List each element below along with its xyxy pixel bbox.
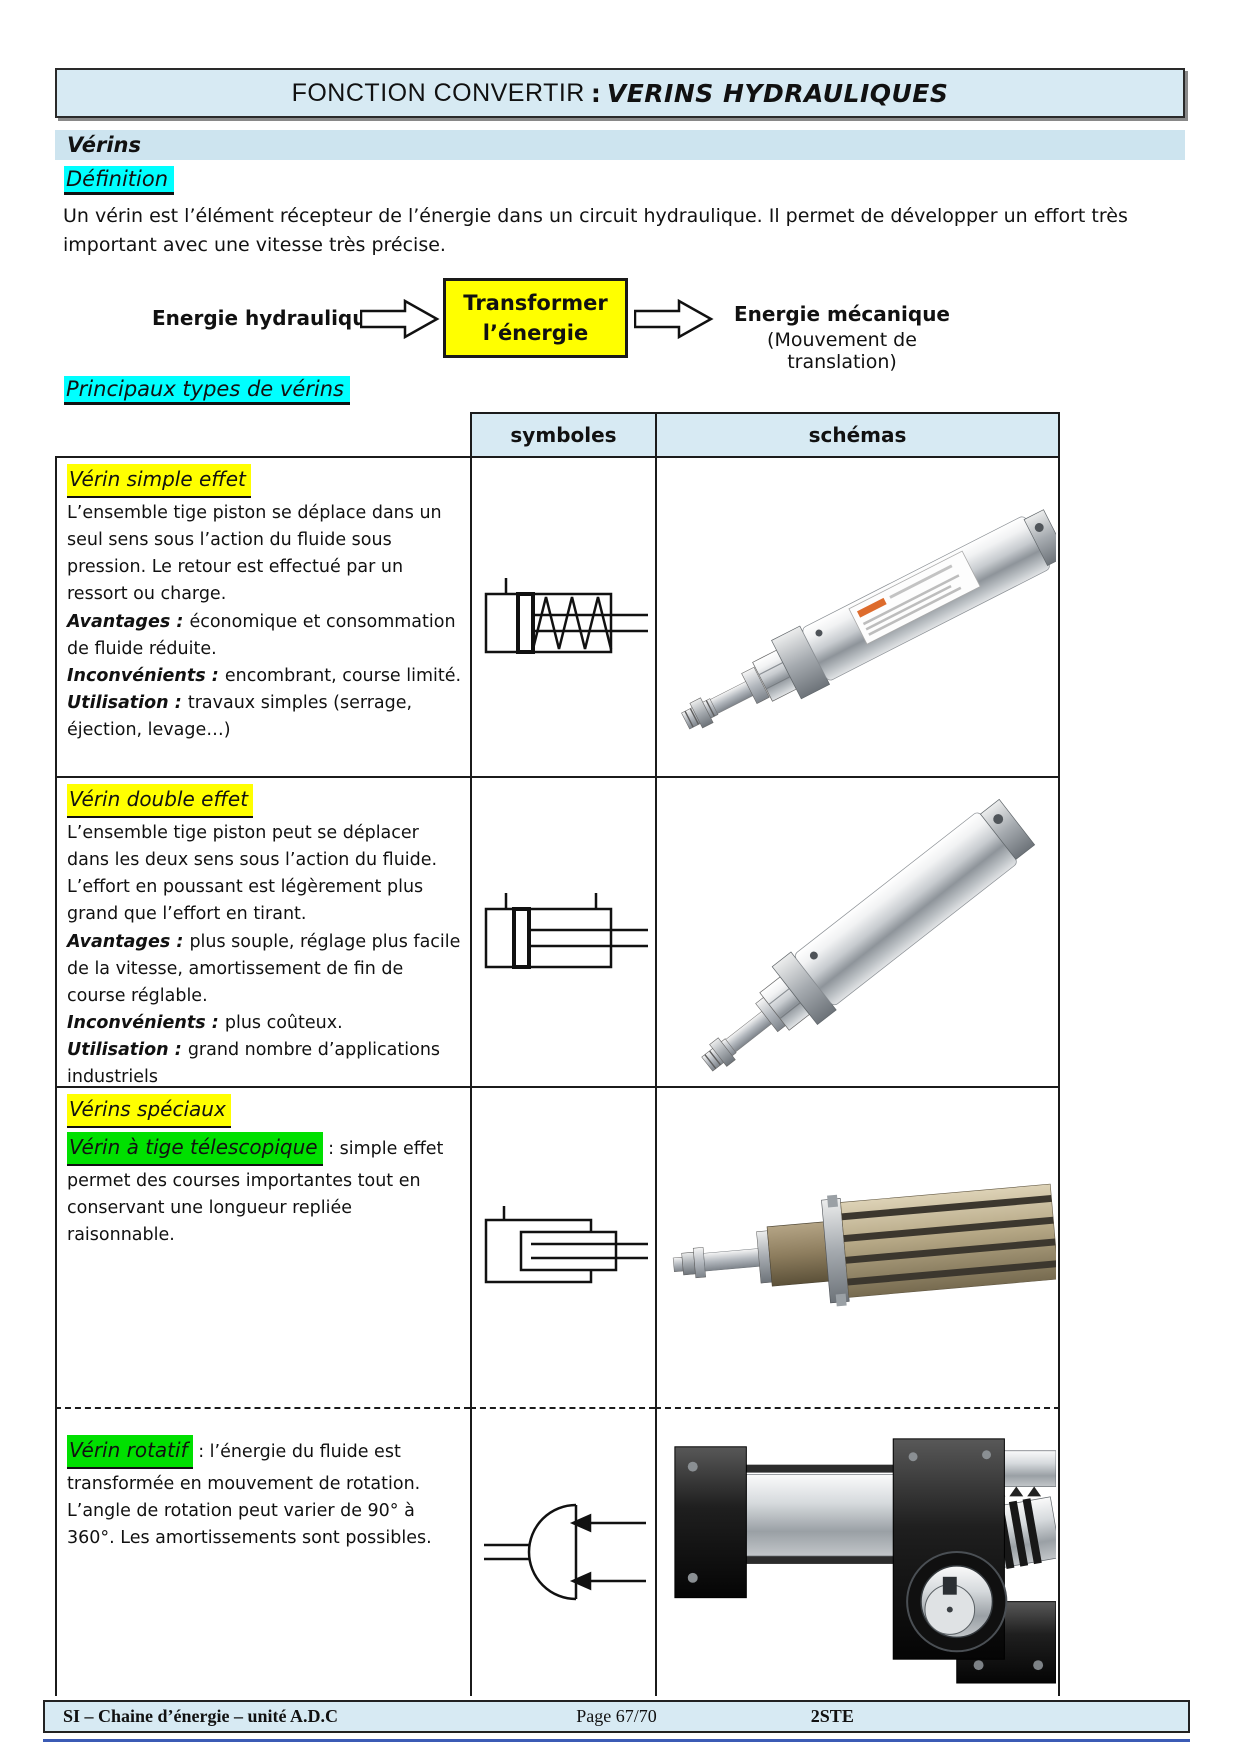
definition-paragraph: Un vérin est l’élément récepteur de l’én… — [63, 205, 1128, 257]
output-energy-label: Energie mécanique — [734, 302, 950, 326]
page-title-subject: VERINS HYDRAULIQUES — [606, 78, 949, 108]
row-title-simple-effet: Vérin simple effet — [67, 464, 251, 498]
footer-class-label: 2STE — [810, 1706, 854, 1726]
row-intro: L’ensemble tige piston se déplace dans u… — [67, 503, 442, 605]
schema-cell-double-effet — [655, 776, 1060, 1086]
double-acting-cylinder-symbol-icon — [484, 892, 648, 969]
telescopic-cylinder-photo — [672, 1183, 1056, 1306]
row-intro: L’ensemble tige piston peut se déplacer … — [67, 823, 438, 925]
row-title-double-effet: Vérin double effet — [67, 784, 254, 818]
rotary-actuator-symbol-icon — [484, 1503, 646, 1601]
flow-arrow-icon — [360, 298, 440, 340]
output-energy-subtext: (Mouvement de translation) — [767, 329, 917, 373]
row-title-telescopique: Vérin à tige télescopique — [67, 1132, 323, 1166]
input-energy-label: Energie hydraulique — [152, 306, 381, 330]
row-usage: Utilisation : grand nombre d’application… — [67, 1040, 441, 1086]
types-heading: Principaux types de vérins — [64, 376, 350, 405]
symbol-cell-double-effet — [470, 776, 655, 1086]
rotary-actuator-photo — [674, 1437, 1056, 1684]
row-text: Vérin rotatif : l’énergie du fluide est … — [67, 1433, 462, 1552]
symbol-cell-simple-effet — [470, 456, 655, 776]
row-text: Vérin à tige télescopique : simple effet… — [67, 1130, 462, 1249]
header-spacer-cell — [55, 412, 470, 456]
description-cell-simple-effet: Vérin simple effet L’ensemble tige pisto… — [55, 456, 470, 776]
row-title-rotatif: Vérin rotatif — [67, 1435, 193, 1469]
double-acting-cylinder-photo — [701, 798, 1036, 1072]
single-acting-cylinder-symbol-icon — [484, 577, 648, 654]
types-table: symboles schémas Vérin simple effet L’en… — [55, 412, 1060, 1696]
row-advantages: Avantages : plus souple, réglage plus fa… — [67, 931, 461, 1006]
telescopic-cylinder-symbol-icon — [484, 1206, 648, 1284]
process-label-line2: l’énergie — [482, 321, 589, 345]
output-energy-block: Energie mécanique (Mouvement de translat… — [712, 302, 972, 373]
process-label-line1: Transformer — [463, 290, 608, 315]
schema-cell-telescopique — [655, 1086, 1060, 1407]
row-title-verins-speciaux: Vérins spéciaux — [67, 1094, 231, 1128]
page-title-separator: : — [590, 78, 601, 108]
section-bar-label: Vérins — [67, 133, 141, 157]
symbol-cell-telescopique — [470, 1086, 655, 1407]
footer-course-label: SI – Chaine d’énergie – unité A.D.C — [63, 1706, 339, 1726]
row-drawbacks: Inconvénients : plus coûteux. — [67, 1012, 343, 1033]
column-header-schemas: schémas — [655, 412, 1060, 456]
definition-heading: Définition — [64, 166, 175, 195]
row-advantages: Avantages : économique et consommation d… — [67, 611, 456, 659]
description-cell-telescopique: Vérins spéciaux Vérin à tige télescopiqu… — [55, 1086, 470, 1407]
row-usage: Utilisation : travaux simples (serrage, … — [67, 692, 413, 740]
footer-page-number: Page 67/70 — [576, 1706, 657, 1726]
page-title-function: FONCTION CONVERTIR — [291, 78, 585, 107]
single-acting-cylinder-photo — [681, 509, 1056, 730]
process-box: Transformer l’énergie — [443, 278, 628, 358]
footer-rule — [43, 1739, 1190, 1742]
row-drawbacks: Inconvénients : encombrant, course limit… — [67, 665, 462, 686]
section-bar: Vérins — [55, 130, 1185, 160]
column-header-symbols: symboles — [470, 412, 655, 456]
footer-bar: SI – Chaine d’énergie – unité A.D.C Page… — [43, 1700, 1190, 1733]
symbol-cell-rotatif — [470, 1407, 655, 1696]
schema-cell-simple-effet — [655, 456, 1060, 776]
title-box: FONCTION CONVERTIR : VERINS HYDRAULIQUES — [55, 68, 1185, 118]
description-cell-double-effet: Vérin double effet L’ensemble tige pisto… — [55, 776, 470, 1086]
flow-arrow-icon — [634, 298, 714, 340]
schema-cell-rotatif — [655, 1407, 1060, 1696]
description-cell-rotatif: Vérin rotatif : l’énergie du fluide est … — [55, 1407, 470, 1696]
